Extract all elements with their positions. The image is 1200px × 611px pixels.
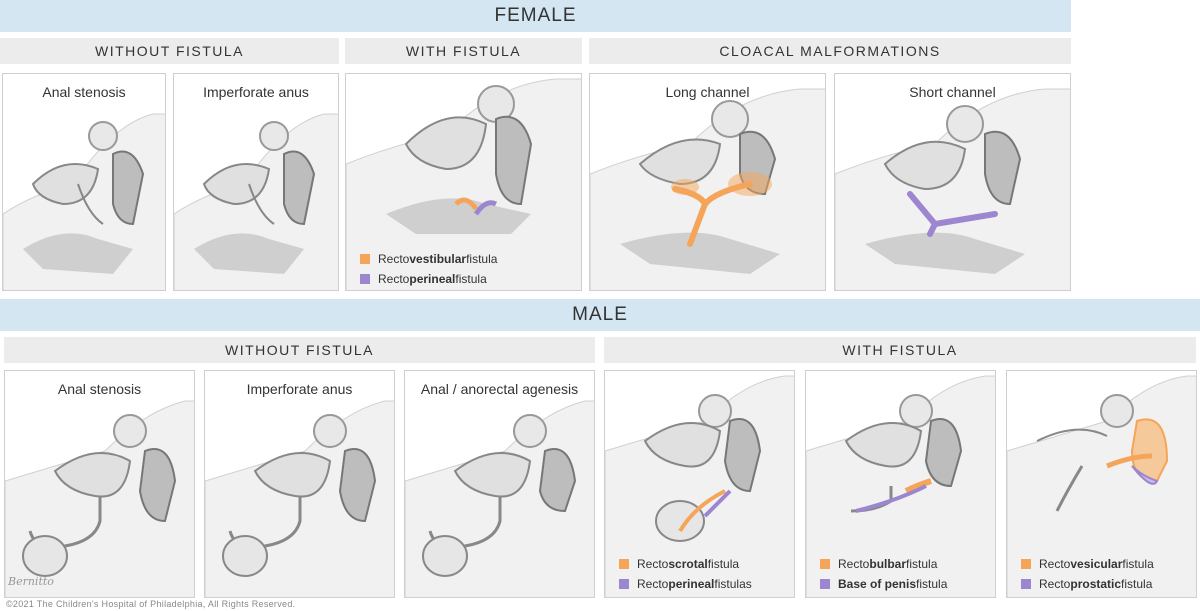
female-anatomy-illustration <box>3 113 165 290</box>
female-short-channel-panel: Short channel <box>834 73 1071 291</box>
male-fistula-illustration <box>605 375 794 597</box>
artist-signature: Bernitto <box>8 575 54 588</box>
cloacal-short-illustration <box>835 88 1070 290</box>
section-label: WITHOUT FISTULA <box>224 342 375 358</box>
male-with-fistula-header: WITH FISTULA <box>604 337 1196 363</box>
legend-bold: vesicular <box>1070 557 1123 571</box>
legend-suffix: fistula <box>455 272 487 286</box>
cloacal-long-illustration <box>590 88 825 290</box>
rectoperineal-fistula-path <box>473 200 498 216</box>
male-band-label: MALE <box>572 304 628 325</box>
orange-swatch <box>820 559 830 569</box>
section-label: WITH FISTULA <box>842 342 958 358</box>
panel-title: Long channel <box>665 84 750 100</box>
legend-prefix: Recto <box>1039 577 1071 591</box>
male-imperforate-anus-panel: Imperforate anus <box>204 370 395 598</box>
legend-bold: bulbar <box>869 557 907 571</box>
male-anatomy-illustration <box>205 400 394 597</box>
legend-prefix: Recto <box>1039 557 1071 571</box>
legend-suffix: fistula <box>1121 577 1153 591</box>
female-band-label: FEMALE <box>494 5 577 26</box>
rectoperineal-fistula-path <box>703 489 732 518</box>
legend-bold: Base of penis <box>838 577 917 591</box>
legend-suffix: fistula <box>916 577 948 591</box>
legend-suffix: fistula <box>707 557 740 571</box>
legend-bold: scrotal <box>668 557 708 571</box>
section-label: WITHOUT FISTULA <box>94 43 245 59</box>
purple-swatch <box>820 579 830 589</box>
panel-title: Imperforate anus <box>203 84 309 100</box>
orange-swatch <box>1021 559 1031 569</box>
male-fistula-illustration <box>1007 375 1196 597</box>
panel-title: Anal stenosis <box>42 84 126 100</box>
orange-swatch <box>619 559 629 569</box>
legend-bold: vestibular <box>409 252 467 266</box>
panel-title: Anal / anorectal agenesis <box>420 381 579 397</box>
legend-prefix: Recto <box>378 272 410 286</box>
female-band: FEMALE <box>0 0 1071 32</box>
male-agenesis-panel: Anal / anorectal agenesis <box>404 370 595 598</box>
rectobulbar-fistula-path <box>904 478 932 494</box>
male-fistula-illustration <box>806 375 995 597</box>
legend-bold: perineal <box>409 272 456 286</box>
female-without-fistula-header: WITHOUT FISTULA <box>0 38 339 64</box>
legend-suffix: fistula <box>906 557 938 571</box>
legend-bold: perineal <box>668 577 715 591</box>
copyright-notice: ©2021 The Children's Hospital of Philade… <box>6 599 296 609</box>
male-without-fistula-header: WITHOUT FISTULA <box>4 337 595 363</box>
legend-base-of-penis: Base of penis fistula <box>820 577 947 591</box>
legend-prefix: Recto <box>838 557 870 571</box>
female-cloacal-header: CLOACAL MALFORMATIONS <box>589 38 1071 64</box>
purple-swatch <box>619 579 629 589</box>
male-anatomy-illustration <box>5 400 194 597</box>
section-label: CLOACAL MALFORMATIONS <box>719 43 941 59</box>
female-imperforate-anus-panel: Imperforate anus <box>173 73 339 291</box>
purple-swatch <box>360 274 370 284</box>
female-fistula-illustration <box>346 78 581 290</box>
rectoscrotal-fistula-path <box>678 489 726 533</box>
orange-swatch <box>360 254 370 264</box>
panel-title: Short channel <box>909 84 996 100</box>
legend-prefix: Recto <box>378 252 410 266</box>
panel-title: Anal stenosis <box>57 381 142 397</box>
legend-prefix: Recto <box>637 557 669 571</box>
rectovestibular-fistula-path <box>454 197 479 211</box>
section-label: WITH FISTULA <box>405 43 522 59</box>
legend-suffix: fistula <box>466 252 498 266</box>
male-anal-stenosis-panel: Anal stenosis <box>4 370 195 598</box>
legend-suffix: fistula <box>1122 557 1154 571</box>
purple-swatch <box>1021 579 1031 589</box>
cloaca-short-path <box>907 191 998 237</box>
male-band: MALE <box>0 299 1200 331</box>
female-with-fistula-header: WITH FISTULA <box>345 38 582 64</box>
rectovesicular-fistula-path <box>1106 453 1153 469</box>
legend-bold: prostatic <box>1070 577 1122 591</box>
legend-suffix: fistulas <box>714 577 752 591</box>
base-of-penis-fistula-path <box>855 484 927 513</box>
female-anal-stenosis-panel: Anal stenosis <box>2 73 166 291</box>
rectoprostatic-region <box>1131 465 1159 485</box>
legend-prefix: Recto <box>637 577 669 591</box>
female-anatomy-illustration <box>174 113 338 290</box>
rectovesicular-region <box>1130 418 1169 483</box>
panel-title: Imperforate anus <box>246 381 353 397</box>
male-anatomy-illustration <box>405 400 594 597</box>
female-long-channel-panel: Long channel <box>589 73 826 291</box>
